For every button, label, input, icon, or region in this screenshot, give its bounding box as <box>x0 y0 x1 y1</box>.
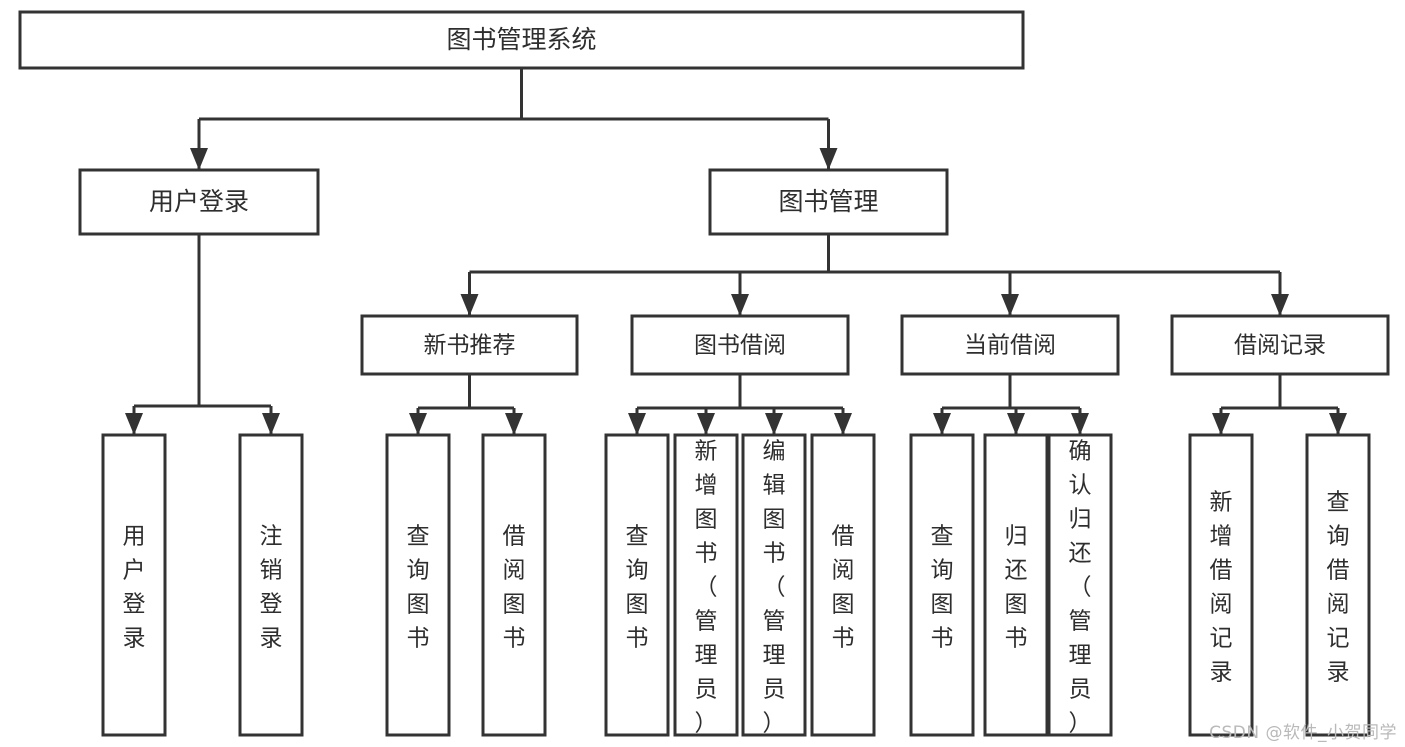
node-label: 确认归还（管理员） <box>1069 439 1092 737</box>
node-layer: 图书管理系统用户登录图书管理新书推荐图书借阅当前借阅借阅记录用户登录注销登录查询… <box>18 10 1390 737</box>
leaf-leaf-return-book[interactable]: 归还图书 <box>983 433 1049 737</box>
box-outline <box>708 168 949 236</box>
node-label: 用户登录 <box>123 524 146 652</box>
node-book-borrow[interactable]: 图书借阅 <box>630 314 850 376</box>
node-label: 用户登录 <box>149 187 249 216</box>
box-outline <box>1047 433 1113 737</box>
leaf-leaf-logout[interactable]: 注销登录 <box>238 433 304 737</box>
leaf-leaf-borrow-book-2[interactable]: 借阅图书 <box>810 433 876 737</box>
leaf-leaf-query-book-3[interactable]: 查询图书 <box>909 433 975 737</box>
arrow-head <box>834 413 852 435</box>
box-outline <box>983 433 1049 737</box>
arrow-head <box>190 148 208 170</box>
leaf-leaf-user-login[interactable]: 用户登录 <box>101 433 167 737</box>
arrow-head <box>460 294 479 316</box>
node-label: 借阅图书 <box>832 524 855 652</box>
node-label: 图书借阅 <box>694 333 786 359</box>
arrow-head <box>262 413 280 435</box>
arrow-head <box>1071 413 1089 435</box>
node-label: 注销登录 <box>260 524 283 652</box>
node-label: 借阅图书 <box>503 524 526 652</box>
node-label: 查询图书 <box>407 524 430 652</box>
arrow-head <box>505 413 523 435</box>
leaf-leaf-borrow-book-1[interactable]: 借阅图书 <box>481 433 547 737</box>
arrow-head <box>1001 294 1019 316</box>
arrow-head <box>1329 413 1347 435</box>
arrow-head <box>125 413 143 435</box>
arrow-head <box>819 148 838 170</box>
arrow-head <box>731 294 749 316</box>
leaf-leaf-add-book[interactable]: 新增图书（管理员） <box>673 433 739 737</box>
box-outline <box>741 433 807 737</box>
node-label: 图书管理系统 <box>446 25 596 54</box>
node-label: 借阅记录 <box>1234 333 1326 359</box>
node-label: 新增图书（管理员） <box>695 439 718 737</box>
node-root[interactable]: 图书管理系统 <box>18 10 1025 70</box>
node-user-login[interactable]: 用户登录 <box>78 168 320 236</box>
node-borrow-record[interactable]: 借阅记录 <box>1170 314 1390 376</box>
box-outline <box>673 433 739 737</box>
node-book-manage[interactable]: 图书管理 <box>708 168 949 236</box>
node-label: 新增借阅记录 <box>1210 490 1233 686</box>
box-outline <box>18 10 1025 70</box>
arrow-head <box>1007 413 1025 435</box>
leaf-leaf-query-book-2[interactable]: 查询图书 <box>604 433 670 737</box>
node-label: 当前借阅 <box>964 333 1056 359</box>
arrow-head <box>1271 294 1289 316</box>
arrow-head <box>628 413 646 435</box>
node-label: 新书推荐 <box>424 333 516 359</box>
box-outline <box>604 433 670 737</box>
arrow-head <box>933 413 951 435</box>
leaf-leaf-query-record[interactable]: 查询借阅记录 <box>1305 433 1371 737</box>
box-outline <box>78 168 320 236</box>
box-outline <box>360 314 579 376</box>
node-current-borrow[interactable]: 当前借阅 <box>900 314 1120 376</box>
box-outline <box>385 433 451 737</box>
box-outline <box>481 433 547 737</box>
leaf-leaf-edit-book[interactable]: 编辑图书（管理员） <box>741 433 807 737</box>
box-outline <box>238 433 304 737</box>
node-label: 查询借阅记录 <box>1327 490 1350 686</box>
box-outline <box>810 433 876 737</box>
box-outline <box>101 433 167 737</box>
connector-layer <box>125 68 1347 435</box>
leaf-leaf-query-book-1[interactable]: 查询图书 <box>385 433 451 737</box>
box-outline <box>630 314 850 376</box>
box-outline <box>1170 314 1390 376</box>
arrow-head <box>765 413 783 435</box>
node-label: 查询图书 <box>931 524 954 652</box>
node-label: 归还图书 <box>1005 524 1028 652</box>
csdn-watermark: CSDN @软件_小贺同学 <box>1209 723 1397 743</box>
box-outline <box>1305 433 1371 737</box>
box-outline <box>1188 433 1254 737</box>
arrow-head <box>697 413 715 435</box>
node-label: 编辑图书（管理员） <box>763 439 786 737</box>
leaf-leaf-add-record[interactable]: 新增借阅记录 <box>1188 433 1254 737</box>
arrow-head <box>1212 413 1230 435</box>
box-outline <box>909 433 975 737</box>
node-label: 图书管理 <box>778 187 878 216</box>
leaf-leaf-confirm-return[interactable]: 确认归还（管理员） <box>1047 433 1113 737</box>
node-label: 查询图书 <box>626 524 649 652</box>
arrow-head <box>409 413 427 435</box>
box-outline <box>900 314 1120 376</box>
node-new-book-rec[interactable]: 新书推荐 <box>360 314 579 376</box>
